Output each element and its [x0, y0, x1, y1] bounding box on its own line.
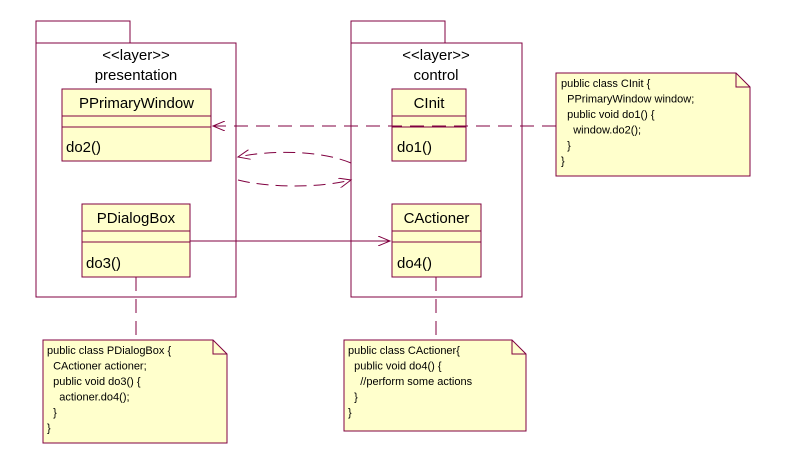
class-name: PPrimaryWindow [79, 95, 194, 112]
note-line: public void do4() { [348, 361, 442, 373]
class-box [391, 203, 482, 278]
package-stereotype: <<layer>> [102, 47, 170, 64]
class-box [61, 88, 212, 162]
note-cactioner[interactable]: public class CActioner{ public void do4(… [343, 339, 527, 432]
note-body [42, 339, 228, 444]
note-line: } [561, 156, 565, 168]
package-stereotype: <<layer>> [402, 47, 470, 64]
note-line: } [348, 392, 358, 404]
package-tab [35, 20, 131, 44]
note-pdialogbox[interactable]: public class PDialogBox { CActioner acti… [42, 339, 228, 444]
package-name: presentation [95, 67, 178, 84]
class-name: PDialogBox [97, 210, 176, 227]
class-pdialogbox[interactable]: PDialogBox do3() [81, 203, 191, 278]
note-body [555, 72, 751, 177]
class-operation: do4() [397, 255, 432, 272]
note-line: } [47, 423, 51, 435]
class-cactioner[interactable]: CActioner do4() [391, 203, 482, 278]
note-line: CActioner actioner; [47, 361, 147, 373]
note-line: PPrimaryWindow window; [561, 94, 694, 106]
note-cinit[interactable]: public class CInit { PPrimaryWindow wind… [555, 72, 751, 177]
class-pprimarywindow[interactable]: PPrimaryWindow do2() [61, 88, 212, 162]
note-line: } [561, 140, 571, 152]
note-line: public class CInit { [561, 78, 651, 90]
class-operation: do2() [66, 139, 101, 156]
class-name: CActioner [404, 210, 470, 227]
note-line: public class CActioner{ [348, 345, 460, 357]
package-tab [350, 20, 446, 44]
class-operation: do3() [86, 255, 121, 272]
package-presentation[interactable]: <<layer>> presentation [35, 20, 237, 298]
dependency-curve-presentation-to-control[interactable] [237, 180, 351, 186]
class-operation: do1() [397, 139, 432, 156]
note-line: public void do3() { [47, 376, 141, 388]
class-cinit[interactable]: CInit do1() [391, 88, 467, 162]
class-box [81, 203, 191, 278]
class-name: CInit [414, 95, 446, 112]
dependency-curve-control-to-presentation[interactable] [238, 152, 352, 164]
package-name: control [413, 67, 458, 84]
note-line: public class PDialogBox { [47, 345, 171, 357]
note-line: } [348, 407, 352, 419]
note-fold [735, 73, 750, 88]
note-line: //perform some actions [348, 376, 473, 388]
note-body [343, 339, 527, 432]
note-fold [511, 340, 526, 355]
note-line: window.do2(); [561, 125, 641, 137]
class-box [391, 88, 467, 162]
note-line: actioner.do4(); [47, 392, 130, 404]
note-line: public void do1() { [561, 109, 655, 121]
note-fold [212, 340, 227, 355]
note-line: } [47, 407, 57, 419]
